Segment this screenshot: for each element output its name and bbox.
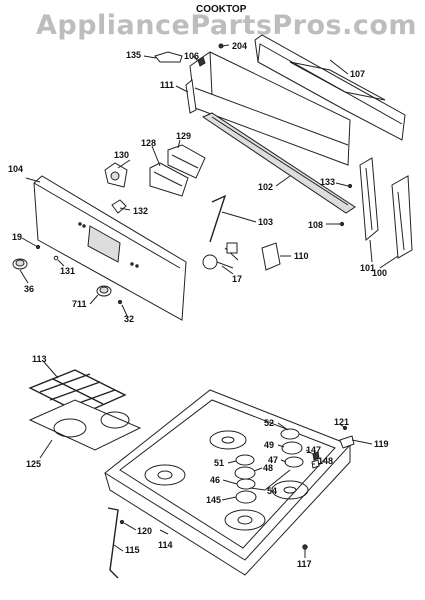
spark-module-110[interactable] <box>261 242 281 271</box>
label-103: 103 <box>258 217 273 227</box>
control-panel[interactable] <box>33 175 187 321</box>
label-48: 48 <box>263 463 273 473</box>
cooktop-maintop[interactable] <box>104 389 351 576</box>
wire-harness-103[interactable] <box>209 194 227 243</box>
spark-switch-17[interactable] <box>202 242 239 270</box>
screw-19[interactable] <box>35 244 41 250</box>
part-labels: 104 19 36 131 711 32 130 132 128 129 135… <box>8 41 389 569</box>
label-102: 102 <box>258 182 273 192</box>
label-148: 148 <box>318 456 333 466</box>
label-131: 131 <box>60 266 75 276</box>
label-51: 51 <box>214 458 224 468</box>
watermark-text: AppliancePartsPros.com <box>36 10 417 41</box>
label-113: 113 <box>32 354 47 364</box>
label-133: 133 <box>320 177 335 187</box>
ignitor-147[interactable] <box>312 451 320 461</box>
end-cap-135[interactable] <box>154 51 183 63</box>
label-145: 145 <box>206 495 221 505</box>
label-107: 107 <box>350 69 365 79</box>
label-47: 47 <box>268 455 278 465</box>
clip-148[interactable] <box>311 459 320 469</box>
burner-head-48[interactable] <box>234 466 256 480</box>
label-204: 204 <box>232 41 247 51</box>
hinge-119[interactable] <box>339 435 355 449</box>
label-110: 110 <box>294 251 309 261</box>
label-100: 100 <box>372 268 387 278</box>
side-bracket-left[interactable] <box>185 79 197 114</box>
screw-32[interactable] <box>117 299 123 305</box>
knob-36[interactable] <box>12 258 28 270</box>
label-115: 115 <box>125 545 140 555</box>
burner-head-46[interactable] <box>236 478 256 490</box>
label-49: 49 <box>264 440 274 450</box>
side-trim-100[interactable] <box>391 175 413 259</box>
clock-overlay-129[interactable] <box>167 144 206 179</box>
label-119: 119 <box>374 439 389 449</box>
screw-120[interactable] <box>119 519 125 525</box>
label-132: 132 <box>133 206 148 216</box>
burner-cap-51[interactable] <box>235 454 255 466</box>
label-147: 147 <box>306 445 321 455</box>
label-111: 111 <box>160 80 174 90</box>
screw-133[interactable] <box>347 183 353 189</box>
label-54: 54 <box>267 486 277 496</box>
burner-head-47[interactable] <box>284 456 304 468</box>
label-17: 17 <box>232 274 242 284</box>
vent-trim[interactable] <box>201 112 356 214</box>
label-106: 106 <box>184 51 199 61</box>
clip-131[interactable] <box>53 255 59 261</box>
label-108: 108 <box>308 220 323 230</box>
screw-108[interactable] <box>339 221 345 227</box>
label-125: 125 <box>26 459 41 469</box>
label-135: 135 <box>126 50 141 60</box>
label-117: 117 <box>297 559 312 569</box>
support-rod-115[interactable] <box>107 507 119 579</box>
clip-106[interactable] <box>197 56 206 67</box>
side-trim-101[interactable] <box>359 157 379 242</box>
label-36: 36 <box>24 284 34 294</box>
diagram-title: COOKTOP <box>196 4 247 15</box>
label-711: 711 <box>72 299 87 309</box>
label-129: 129 <box>176 131 191 141</box>
label-130: 130 <box>114 150 129 160</box>
label-121: 121 <box>334 417 349 427</box>
label-101: 101 <box>360 263 375 273</box>
burner-base-145[interactable] <box>235 490 257 504</box>
burner-pan-125[interactable] <box>28 399 142 451</box>
burner-cap-52[interactable] <box>280 428 300 440</box>
label-104: 104 <box>8 164 23 174</box>
label-114: 114 <box>158 540 173 550</box>
label-46: 46 <box>210 475 220 485</box>
label-120: 120 <box>137 526 152 536</box>
label-128: 128 <box>141 138 156 148</box>
switch-130[interactable] <box>104 162 128 188</box>
clock-board-128[interactable] <box>149 162 189 197</box>
label-32: 32 <box>124 314 134 324</box>
leader-lines <box>19 44 399 558</box>
burner-head-49[interactable] <box>281 441 303 455</box>
backsplash-panel[interactable] <box>254 34 406 141</box>
screw-117[interactable] <box>302 544 308 550</box>
bracket-132[interactable] <box>111 199 127 214</box>
label-52: 52 <box>264 418 274 428</box>
label-19: 19 <box>12 232 22 242</box>
knob-711[interactable] <box>96 285 112 297</box>
